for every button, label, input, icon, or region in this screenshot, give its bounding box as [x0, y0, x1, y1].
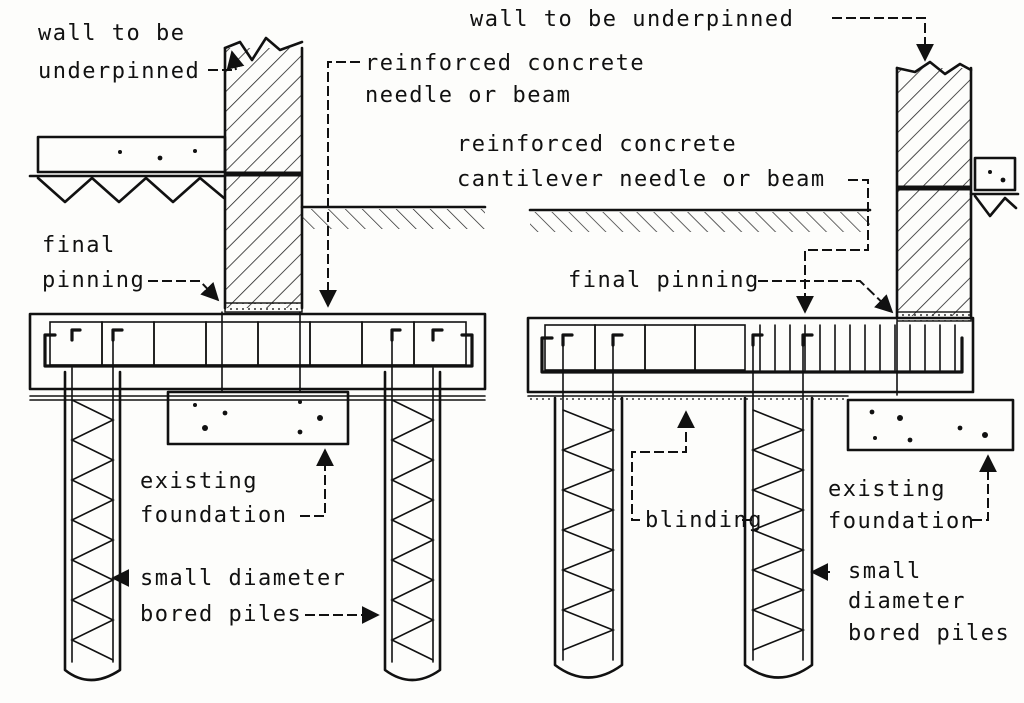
left-wall-label-line2: underpinned: [38, 59, 200, 84]
right-beam-label-line1: reinforced concrete: [457, 132, 737, 157]
right-piles-label-line2: diameter: [848, 589, 966, 614]
left-leaders: [111, 52, 380, 624]
left-beam-label-line2: needle or beam: [365, 83, 571, 108]
right-piles-label-line3: bored piles: [848, 621, 1010, 646]
right-panel: wall to be underpinned reinforced concre…: [457, 7, 1020, 679]
right-wall-label: wall to be underpinned: [470, 7, 794, 32]
right-beam-label-line2: cantilever needle or beam: [457, 167, 826, 192]
right-cantilever-beam: [526, 316, 975, 404]
right-ground-level: [528, 208, 872, 232]
right-blinding-label: blinding: [645, 508, 763, 533]
left-pinning-label-line1: final: [42, 233, 116, 258]
left-beam-label-line1: reinforced concrete: [365, 51, 645, 76]
left-pile-1: [63, 328, 124, 682]
right-pile-1: [553, 333, 624, 679]
left-ground-level: [300, 205, 487, 229]
left-piles-label-line2: bored piles: [140, 602, 302, 627]
left-needle-beam: [28, 311, 487, 401]
left-piles-label-line1: small diameter: [140, 566, 346, 591]
right-existing-foundation: [846, 398, 1015, 452]
right-foundation-label-line1: existing: [828, 477, 946, 502]
left-foundation-label-line2: foundation: [140, 503, 287, 528]
right-wall: [895, 60, 973, 322]
right-leaders: [631, 17, 997, 581]
right-foundation-label-line2: foundation: [828, 509, 975, 534]
left-foundation-label-line1: existing: [140, 469, 258, 494]
left-existing-foundation: [166, 387, 350, 446]
left-pile-2: [383, 328, 444, 682]
left-wall-label-line1: wall to be: [38, 21, 185, 46]
left-wall: [223, 36, 304, 313]
left-panel: wall to be underpinned reinforced concre…: [28, 21, 645, 682]
right-piles-label-line1: small: [848, 559, 922, 584]
left-floor-slab: [28, 135, 227, 204]
left-pinning-label-line2: pinning: [42, 268, 145, 293]
right-floor-slab: [969, 156, 1020, 218]
right-pile-2: [743, 333, 814, 679]
right-pinning-label: final pinning: [568, 268, 760, 293]
